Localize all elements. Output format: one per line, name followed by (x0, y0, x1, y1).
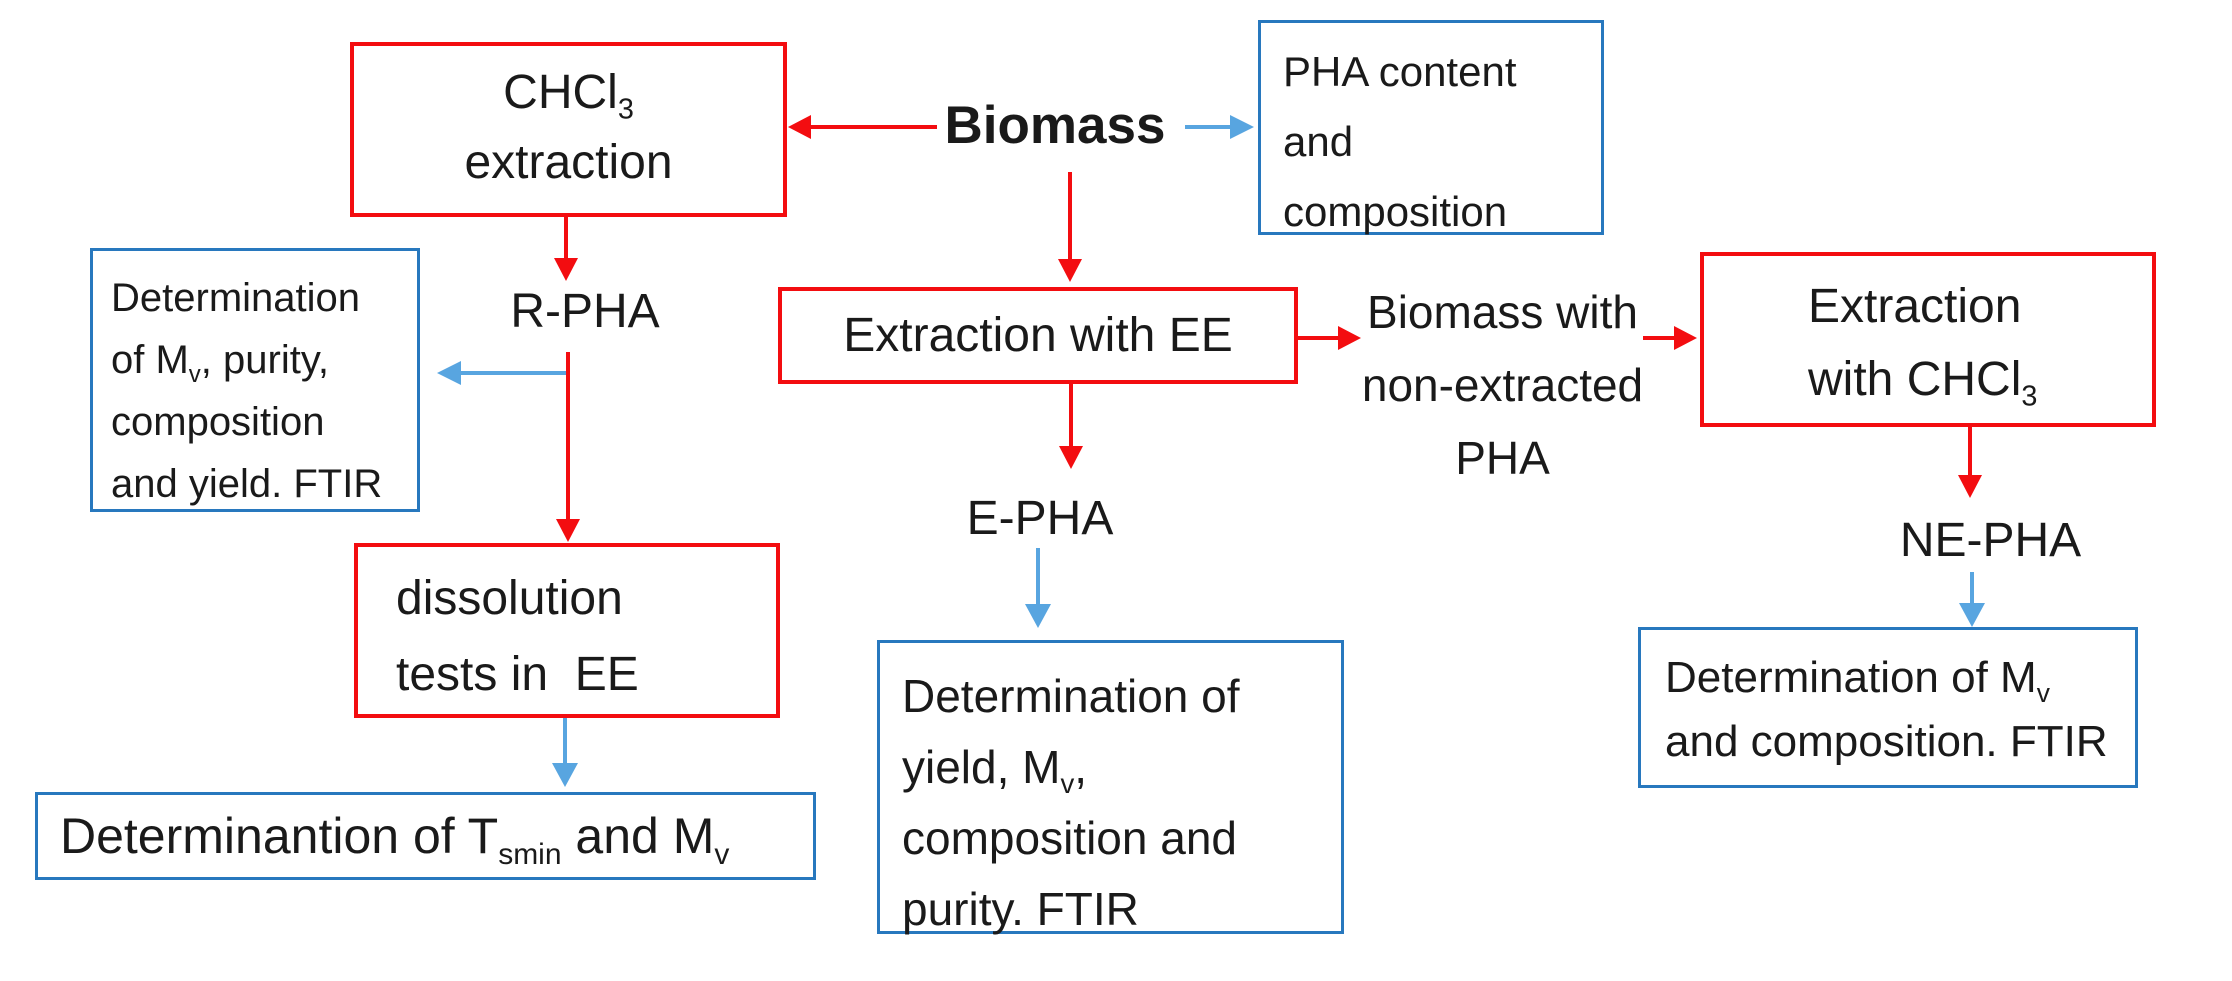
determination-left-box: Determination of Mv, purity, composition… (90, 248, 420, 512)
box-line: extraction (464, 136, 673, 189)
determination-tsmin-box: Determinantion of Tsmin and Mv (35, 792, 816, 880)
pha-content-box: PHA content and composition (1258, 20, 1604, 235)
box-line: PHA content (1283, 48, 1517, 95)
biomass-non-extracted-label: Biomass with non-extracted PHA (1361, 286, 1644, 484)
box-line: and (1283, 118, 1354, 165)
box-line: dissolution (396, 572, 623, 625)
extraction-ee-box: Extraction with EE (778, 287, 1298, 384)
determination-right-box: Determination of Mv and composition. FTI… (1638, 627, 2138, 788)
rpha-label: R-PHA (510, 285, 660, 338)
box-line: Extraction with EE (843, 309, 1233, 362)
box-line: composition (111, 400, 325, 444)
box-line: and yield. FTIR (111, 462, 383, 506)
box-line: and composition. FTIR (1665, 717, 2108, 766)
box-line: with CHCl3 (1808, 353, 2038, 413)
box-line: Determination of Mv (1665, 653, 2050, 708)
box-line: of Mv, purity, (111, 338, 329, 388)
box-line: Extraction (1808, 280, 2022, 333)
box-line: composition (1283, 188, 1508, 235)
box-line: composition and (902, 812, 1237, 864)
box-line: Determination (111, 276, 361, 320)
dissolution-tests-box: dissolution tests in EE (354, 543, 780, 718)
determination-center-box: Determination of yield, Mv, composition … (877, 640, 1344, 935)
extraction-chcl3-box: Extraction with CHCl3 (1700, 252, 2156, 427)
box-line: tests in EE (396, 648, 639, 701)
box-line: CHCl3 (503, 66, 634, 126)
nepha-label: NE-PHA (1899, 514, 2082, 567)
chcl3-extraction-box: CHCl3 extraction (350, 42, 787, 217)
box-line: Determination of (902, 670, 1240, 722)
epha-label: E-PHA (966, 492, 1114, 545)
box-line: purity. FTIR (902, 883, 1139, 935)
biomass-label: Biomass (944, 96, 1166, 155)
box-line: Determinantion of Tsmin and Mv (60, 808, 730, 871)
box-line: yield, Mv, (902, 741, 1088, 800)
